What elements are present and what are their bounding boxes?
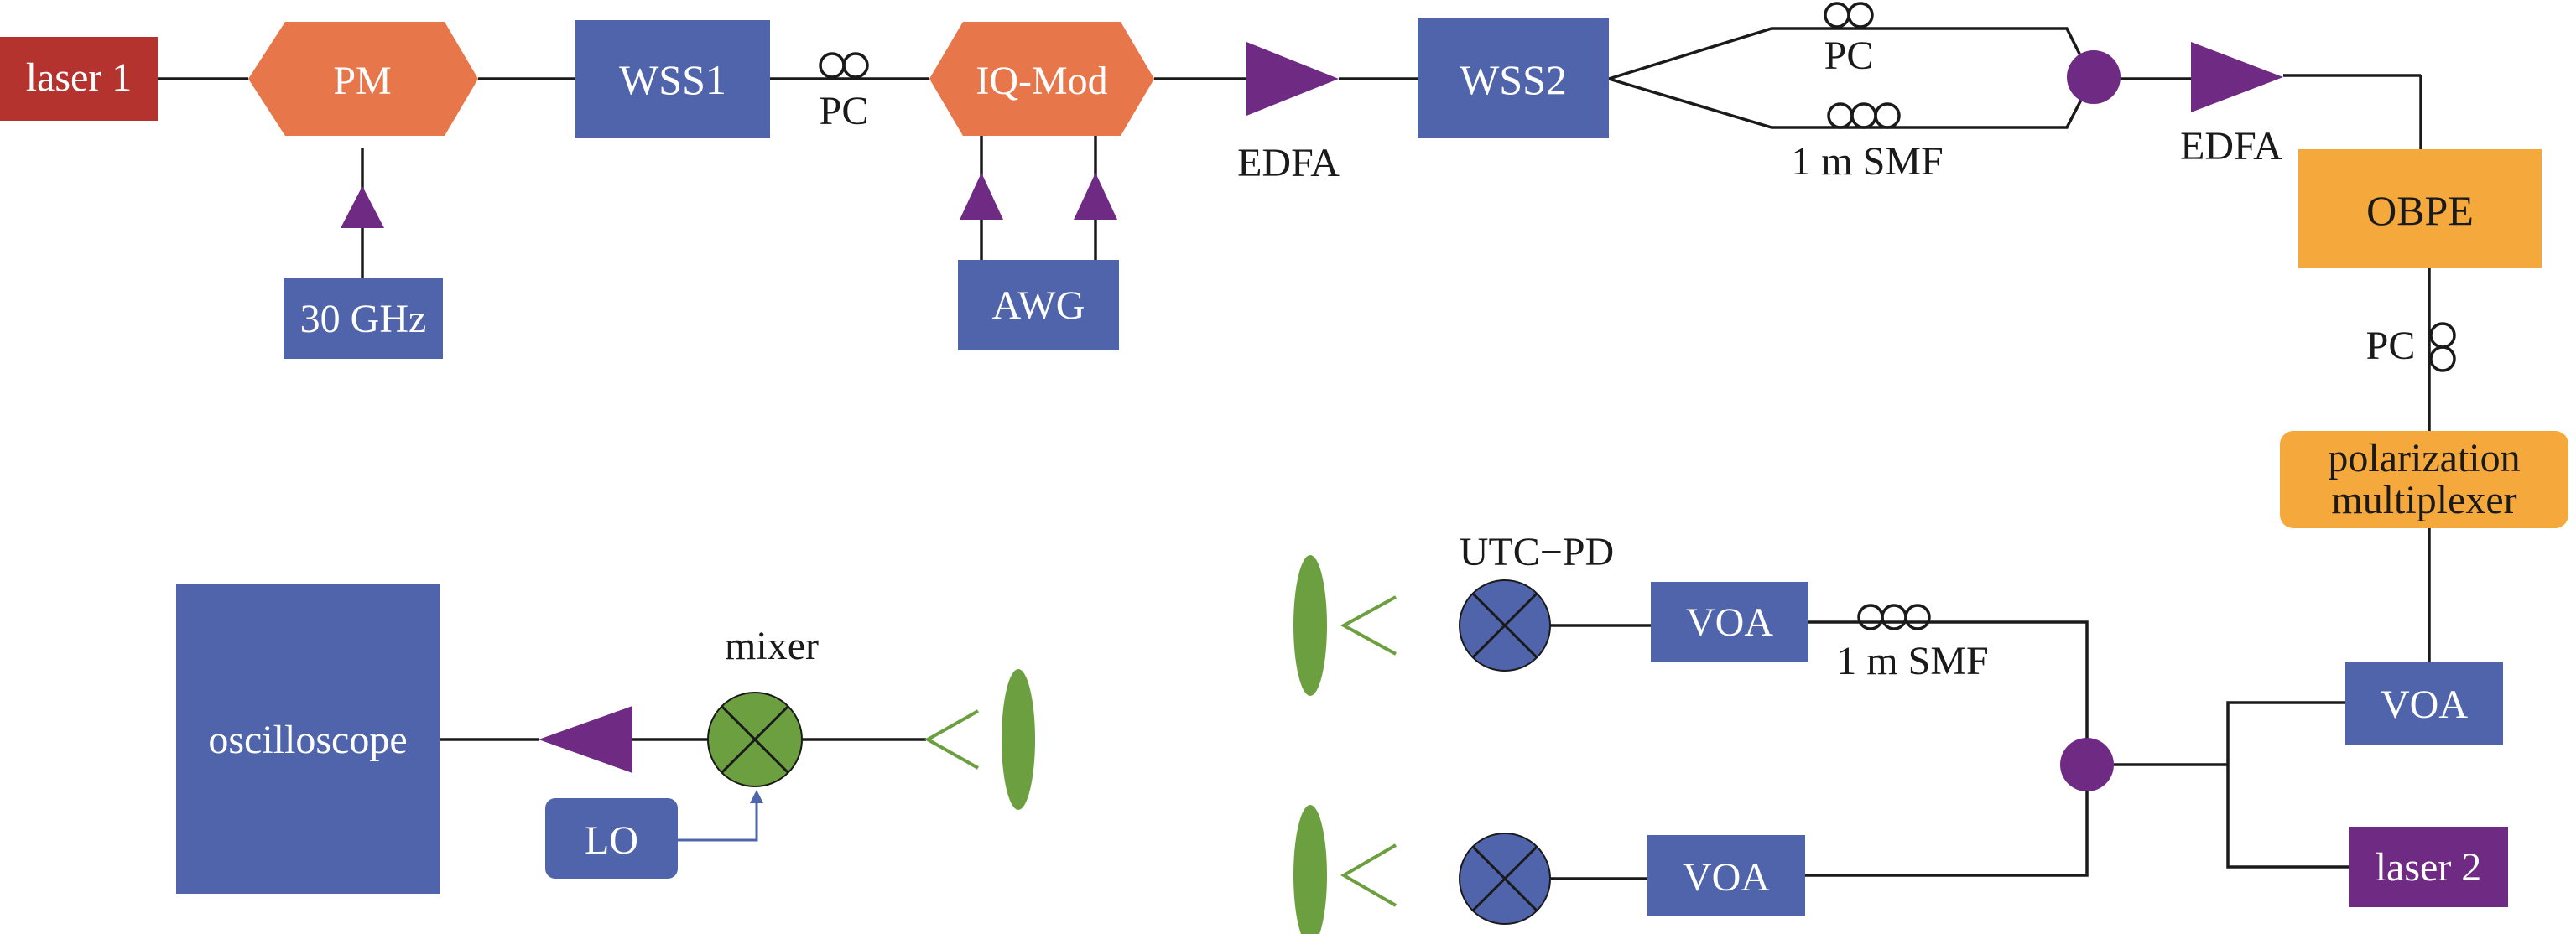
lo: LO [545,798,678,879]
voa-bottom: VOA [1647,835,1805,916]
fiber-loop-icon [2429,345,2456,372]
polarization-controller-1: PC [819,52,869,133]
mixer: mixer [707,624,819,787]
edfa-1: EDFA [1237,42,1340,185]
iq-modulator-label: IQ-Mod [976,59,1107,103]
amplifier-icon [1246,42,1339,116]
fiber-loop-icon [1847,2,1874,29]
phase-modulator: PM [248,22,478,136]
fiber-loop-icon [842,52,869,79]
horn-antenna-tx-bottom [1293,805,1397,934]
awg-label: AWG [992,283,1085,328]
laser-1-label: laser 1 [26,55,133,100]
horn-icon [1340,595,1397,656]
edfa2-label: EDFA [2180,124,2282,169]
voa-right: VOA [2345,662,2503,745]
pc1-label: PC [820,89,869,133]
utc-pd-top [1459,579,1551,672]
pc2-label: PC [1824,34,1874,78]
fiber-loop-icon [819,52,846,79]
edfa1-label: EDFA [1237,141,1340,185]
smf-spool-2: 1 m SMF [1836,604,1989,683]
laser-2-label: laser 2 [2376,845,2482,890]
laser-1: laser 1 [0,37,158,121]
connection-lines [158,27,2431,880]
voa-bottom-label: VOA [1683,855,1770,900]
phase-modulator-label: PM [333,59,391,103]
optical-coupler-2 [2060,738,2114,791]
iq-modulator: IQ-Mod [929,22,1154,136]
voa-right-label: VOA [2381,682,2468,727]
smf1-label: 1 m SMF [1791,139,1943,184]
polarization-controller-3: PC [2366,322,2456,372]
wss2-label: WSS2 [1460,56,1567,103]
utc-pd-label: UTC−PD [1460,530,1614,574]
if-amplifier-icon [539,706,632,773]
polarization-multiplexer: polarization multiplexer [2280,431,2568,528]
fiber-loop-icon [1881,604,1907,630]
utc-pd-bottom [1459,833,1551,925]
lens-icon [1002,669,1035,810]
fiber-loop-icon [1850,102,1877,129]
horn-antenna-rx [924,669,1035,810]
voa-top: VOA [1651,582,1808,662]
obpe-label: OBPE [2366,187,2474,234]
fiber-loop-icon [1857,604,1884,630]
fiber-loop-icon [2429,322,2456,349]
oscilloscope: oscilloscope [176,584,440,894]
polarization-controller-2: PC [1824,2,1874,78]
fiber-loop-icon [1904,604,1931,630]
smf2-label: 1 m SMF [1836,639,1988,683]
rf-amplifier-icon [341,186,384,228]
rf-source-30ghz: 30 GHz [284,186,443,359]
horn-icon [924,709,979,770]
laser-2: laser 2 [2349,827,2508,907]
horn-antenna-tx-top [1293,555,1397,696]
wss1: WSS1 [575,20,770,138]
mixer-label: mixer [725,624,819,668]
smf-spool-1: 1 m SMF [1791,102,1944,184]
pc3-label: PC [2366,324,2416,368]
lo-label: LO [585,818,638,863]
amplifier-icon [2191,42,2283,112]
fiber-loop-icon [1824,2,1850,29]
wss1-label: WSS1 [619,56,726,103]
edfa-2: EDFA [2180,42,2283,169]
pol-mux-label-line1: polarization [2328,436,2520,480]
driver-amplifier-icon [1074,173,1117,220]
optical-coupler-1 [2067,50,2121,104]
voa-top-label: VOA [1686,600,1773,645]
fiber-loop-icon [1874,102,1901,129]
lens-icon [1293,555,1327,696]
rf-source-label: 30 GHz [300,297,427,341]
obpe: OBPE [2298,149,2542,268]
awg: AWG [958,173,1119,350]
lens-icon [1293,805,1327,934]
oscilloscope-label: oscilloscope [208,718,407,762]
horn-icon [1340,843,1397,907]
wss2: WSS2 [1418,18,1609,138]
driver-amplifier-icon [960,173,1003,220]
fiber-loop-icon [1827,102,1854,129]
pol-mux-label-line2: multiplexer [2331,478,2516,522]
